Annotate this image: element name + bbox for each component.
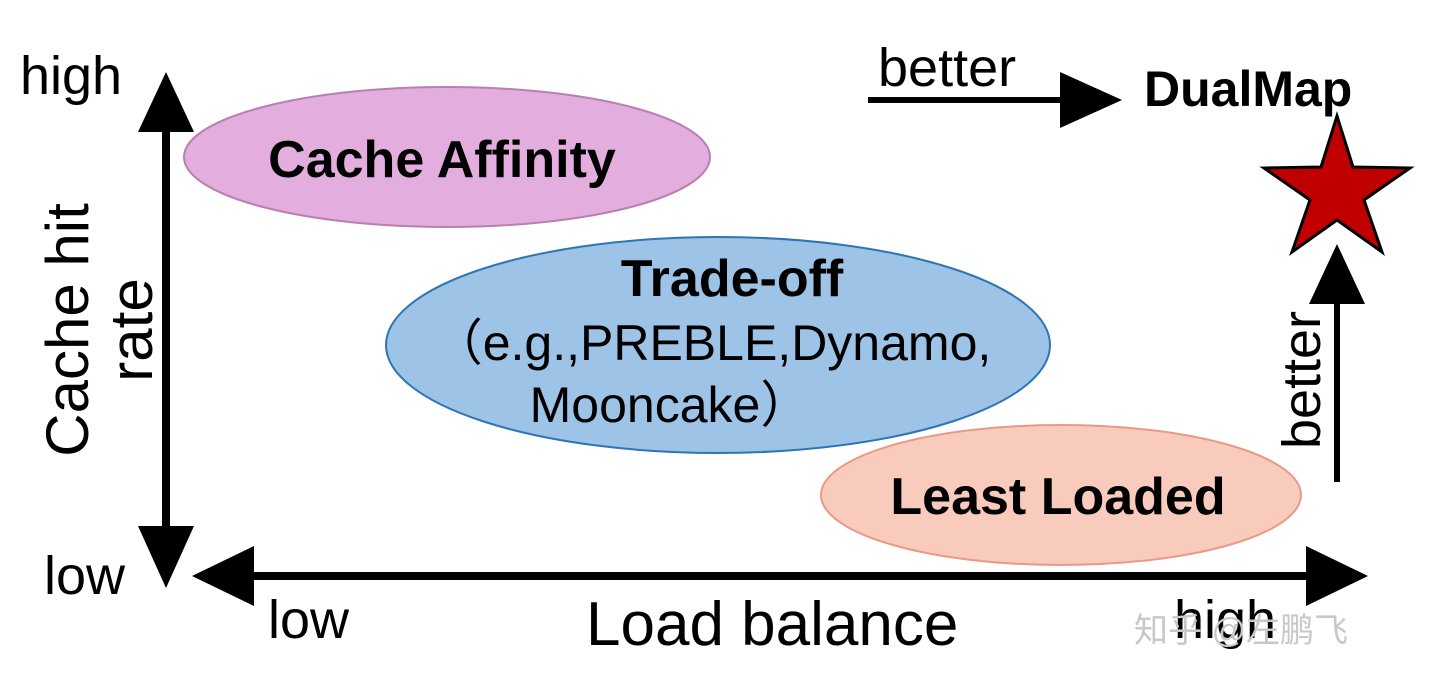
- better-horizontal-arrowhead: [1060, 72, 1122, 128]
- y-axis-low-label: low: [44, 546, 126, 606]
- least-loaded-label: Least Loaded: [890, 468, 1225, 526]
- x-axis: [192, 546, 1368, 606]
- y-axis-arrowhead-top: [138, 72, 194, 132]
- x-axis-low-label: low: [268, 590, 350, 650]
- better-vertical-label: better: [1272, 311, 1332, 449]
- watermark-text: 知乎 @左鹏飞: [1134, 612, 1348, 650]
- x-axis-high-label: high: [1174, 590, 1276, 650]
- x-axis-arrowhead-right: [1306, 546, 1368, 606]
- y-axis-high-label: high: [20, 46, 122, 106]
- cache-affinity-region: Cache Affinity: [183, 86, 711, 228]
- y-axis-title-line2: rate: [98, 278, 165, 381]
- y-axis-arrowhead-bottom: [138, 526, 194, 588]
- dualmap-label: DualMap: [1144, 61, 1352, 117]
- trade-off-examples-line2: Mooncake）: [530, 377, 811, 433]
- least-loaded-region: Least Loaded: [820, 424, 1302, 566]
- better-horizontal-arrow: better: [868, 38, 1122, 128]
- trade-off-label: Trade-off: [621, 250, 844, 308]
- trade-off-region: Trade-off （e.g.,PREBLE,Dynamo, Mooncake）: [385, 236, 1051, 454]
- trade-off-examples-line1: （e.g.,PREBLE,Dynamo,: [433, 315, 992, 371]
- better-vertical-arrowhead: [1309, 244, 1365, 304]
- y-axis: [138, 72, 194, 588]
- cache-affinity-label: Cache Affinity: [268, 131, 616, 189]
- better-horizontal-label: better: [878, 38, 1016, 98]
- better-vertical-arrow: better: [1272, 244, 1365, 482]
- y-axis-title: Cache hit rate: [34, 203, 165, 457]
- x-axis-title: Load balance: [586, 590, 958, 659]
- x-axis-arrowhead-left: [192, 546, 254, 606]
- dualmap-star-icon: [1259, 110, 1415, 256]
- y-axis-title-line1: Cache hit: [34, 203, 101, 457]
